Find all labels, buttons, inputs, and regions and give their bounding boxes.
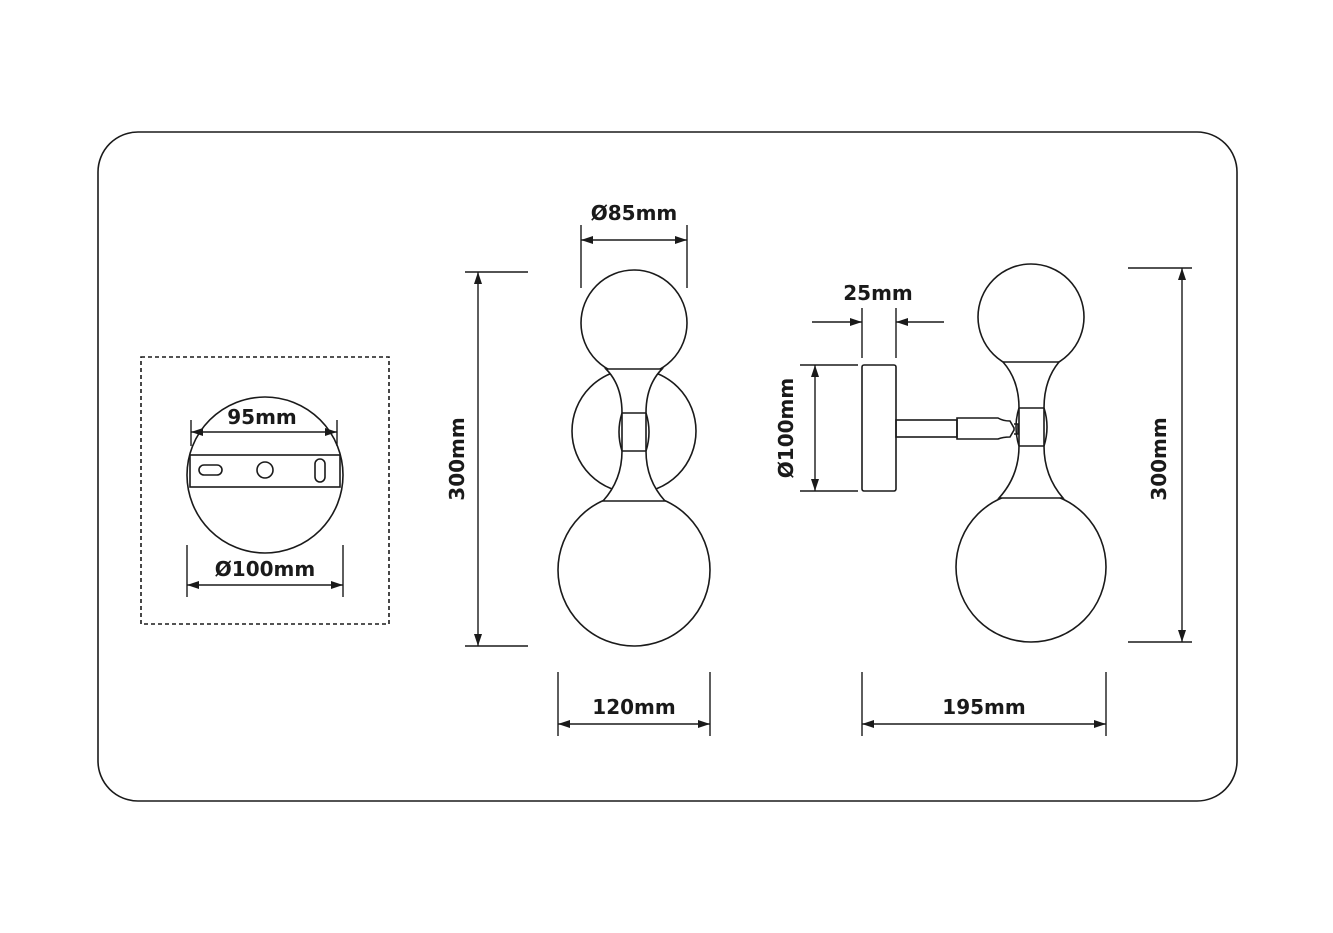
lamp-neck: [601, 368, 667, 502]
globe-diameter-label: Ø85mm: [591, 201, 678, 225]
arm-tube: [895, 419, 958, 438]
side-canopy-diameter-label: Ø100mm: [774, 378, 798, 478]
drawing-frame: [97, 131, 1238, 802]
bracket-width-label: 95mm: [227, 405, 297, 429]
side-bottom-globe: [955, 491, 1107, 643]
front-height-label: 300mm: [445, 417, 469, 500]
arm-connector: [956, 417, 1019, 440]
top-globe: [580, 269, 688, 377]
side-view: 25mm Ø100mm 300mm 195mm: [774, 263, 1192, 736]
detail-box: [140, 356, 390, 625]
canopy-depth-label: 25mm: [843, 281, 913, 305]
bracket-center-hole: [256, 461, 274, 479]
front-view: Ø85mm 300mm 120mm: [445, 201, 711, 736]
wall-canopy-side: [861, 364, 897, 492]
canopy-diameter-label: Ø100mm: [215, 557, 315, 581]
front-width-label: 120mm: [592, 695, 675, 719]
projection-label: 195mm: [942, 695, 1025, 719]
bracket-slot-horizontal: [198, 464, 223, 476]
side-height-label: 300mm: [1147, 417, 1171, 500]
canopy-outline: [186, 396, 344, 554]
bracket-slot-vertical: [314, 458, 326, 483]
side-lamp-neck: [997, 361, 1065, 499]
mounting-bracket: [189, 454, 341, 488]
mounting-plate-view: 95mm Ø100mm: [140, 356, 390, 625]
side-top-globe: [977, 263, 1085, 371]
bottom-globe: [557, 493, 711, 647]
